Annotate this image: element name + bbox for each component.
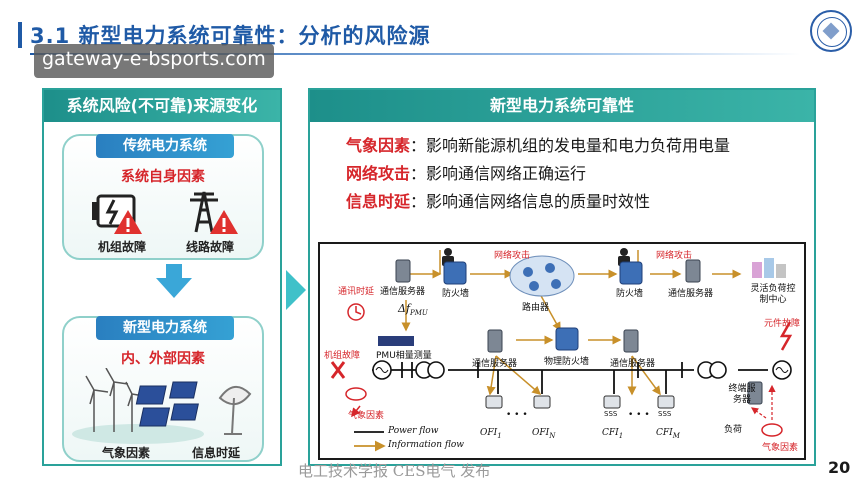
ofi-label: OFI1	[480, 428, 502, 440]
risk-term: 气象因素	[346, 136, 411, 155]
reliability-panel-title: 新型电力系统可靠性	[310, 90, 814, 122]
new-energy-illustration	[72, 368, 252, 444]
cfi-label: CFIM	[656, 428, 680, 440]
cyberattack-label: 网络攻击	[494, 251, 531, 261]
server-label: 通信服务器	[668, 289, 714, 299]
sss-label: SSS	[658, 410, 672, 418]
ofi-label: OFIN	[532, 428, 556, 440]
university-emblem-icon	[810, 10, 852, 52]
generator-transformer-icons	[372, 360, 792, 380]
weather-label: 气象因素	[348, 411, 385, 421]
traditional-system-subtitle: 系统自身因素	[121, 169, 205, 185]
ellipsis-label: • • •	[628, 410, 650, 420]
component-fault-label: 元件故障	[764, 319, 801, 329]
fault-icons	[92, 191, 238, 234]
terminal-server-label: 终端服务器	[728, 384, 756, 405]
risk-term: 网络攻击	[346, 164, 411, 183]
risk-row-info-delay: 信息时延：影响通信网络信息的质量时效性	[346, 188, 650, 212]
source-credit: 电工技术学报 CES电气 发布	[298, 462, 491, 480]
load-label: 负荷	[724, 425, 743, 435]
unit-fault-icon	[330, 361, 346, 379]
server-label: 通信服务器	[380, 287, 426, 297]
generator-fault-icon	[92, 194, 142, 234]
solar-panel-icon	[135, 381, 199, 427]
line-fault-icon	[190, 191, 238, 234]
ellipsis-label: • • •	[506, 410, 528, 420]
risk-description: ：影响通信网络正确运行	[410, 164, 587, 183]
page-number: 20	[828, 458, 851, 477]
delta-f-label: ΔfPMU	[398, 302, 428, 318]
reliability-panel: 新型电力系统可靠性 气象因素：影响新能源机组的发电量和电力负荷用电量 网络攻击：…	[308, 88, 816, 466]
firewall-label: 防火墙	[616, 289, 644, 299]
legend-info-label: Information flow	[388, 440, 464, 450]
generator-fault-label: 机组故障	[98, 240, 147, 254]
watermark-badge: gateway-e-bsports.com	[34, 44, 274, 78]
new-system-badge: 新型电力系统	[96, 316, 234, 340]
risk-description: ：影响通信网络信息的质量时效性	[410, 192, 651, 211]
sss-label: SSS	[604, 410, 618, 418]
cyberattack-label: 网络攻击	[656, 251, 693, 261]
risk-source-panel-title: 系统风险(不可靠)来源变化	[44, 90, 280, 122]
diagram-drawing	[330, 248, 793, 452]
new-system-card: 新型电力系统 内、外部因素 气象因素 信息时延	[62, 316, 264, 462]
firewall-label: 防火墙	[442, 289, 470, 299]
right-arrow-icon	[286, 270, 306, 310]
server-icon	[395, 259, 763, 405]
risk-term: 信息时延	[346, 192, 411, 211]
load-control-center-label: 灵活负荷控制中心	[750, 284, 796, 305]
weather-factor-label: 气象因素	[102, 446, 151, 460]
field-device-icon	[485, 395, 675, 409]
traditional-system-badge: 传统电力系统	[96, 134, 234, 158]
wind-turbine-icon	[85, 368, 145, 432]
satellite-dish-icon	[218, 386, 252, 435]
risk-source-panel: 系统风险(不可靠)来源变化 传统电力系统 系统自身因素 机组故障 线路故障	[42, 88, 282, 466]
router-cloud-icon	[509, 255, 575, 297]
router-label: 路由器	[522, 303, 550, 313]
legend-power-label: Power flow	[388, 426, 439, 436]
component-fault-icon	[779, 321, 793, 351]
new-system-subtitle: 内、外部因素	[121, 351, 205, 367]
risk-row-weather: 气象因素：影响新能源机组的发电量和电力负荷用电量	[346, 132, 730, 156]
firewall-icon	[443, 261, 643, 351]
title-accent-bar	[18, 22, 22, 48]
cyber-physical-diagram: 网络攻击 网络攻击 通信服务器 防火墙 路由器 防火墙 通信服务器 灵活负荷控制…	[318, 242, 806, 460]
unit-fault-label: 机组故障	[324, 351, 361, 361]
risk-row-cyberattack: 网络攻击：影响通信网络正确运行	[346, 160, 586, 184]
down-arrow-icon	[156, 264, 192, 298]
load-control-center-icon	[752, 258, 786, 278]
traditional-system-card: 传统电力系统 系统自身因素 机组故障 线路故障	[62, 134, 264, 260]
server-label: 通信服务器	[472, 359, 518, 369]
comm-delay-label: 通讯时延	[338, 287, 375, 297]
pmu-label: PMU相量测量	[376, 351, 432, 361]
pmu-device-icon	[378, 336, 414, 346]
line-fault-label: 线路故障	[186, 240, 235, 254]
physical-firewall-label: 物理防火墙	[544, 357, 590, 367]
title-underline	[30, 53, 800, 55]
info-delay-label: 信息时延	[192, 446, 241, 460]
weather-label: 气象因素	[762, 443, 799, 453]
risk-description: ：影响新能源机组的发电量和电力负荷用电量	[410, 136, 731, 155]
server-label: 通信服务器	[610, 359, 656, 369]
weather-cloud-icon	[345, 387, 783, 437]
cfi-label: CFI1	[602, 428, 624, 440]
